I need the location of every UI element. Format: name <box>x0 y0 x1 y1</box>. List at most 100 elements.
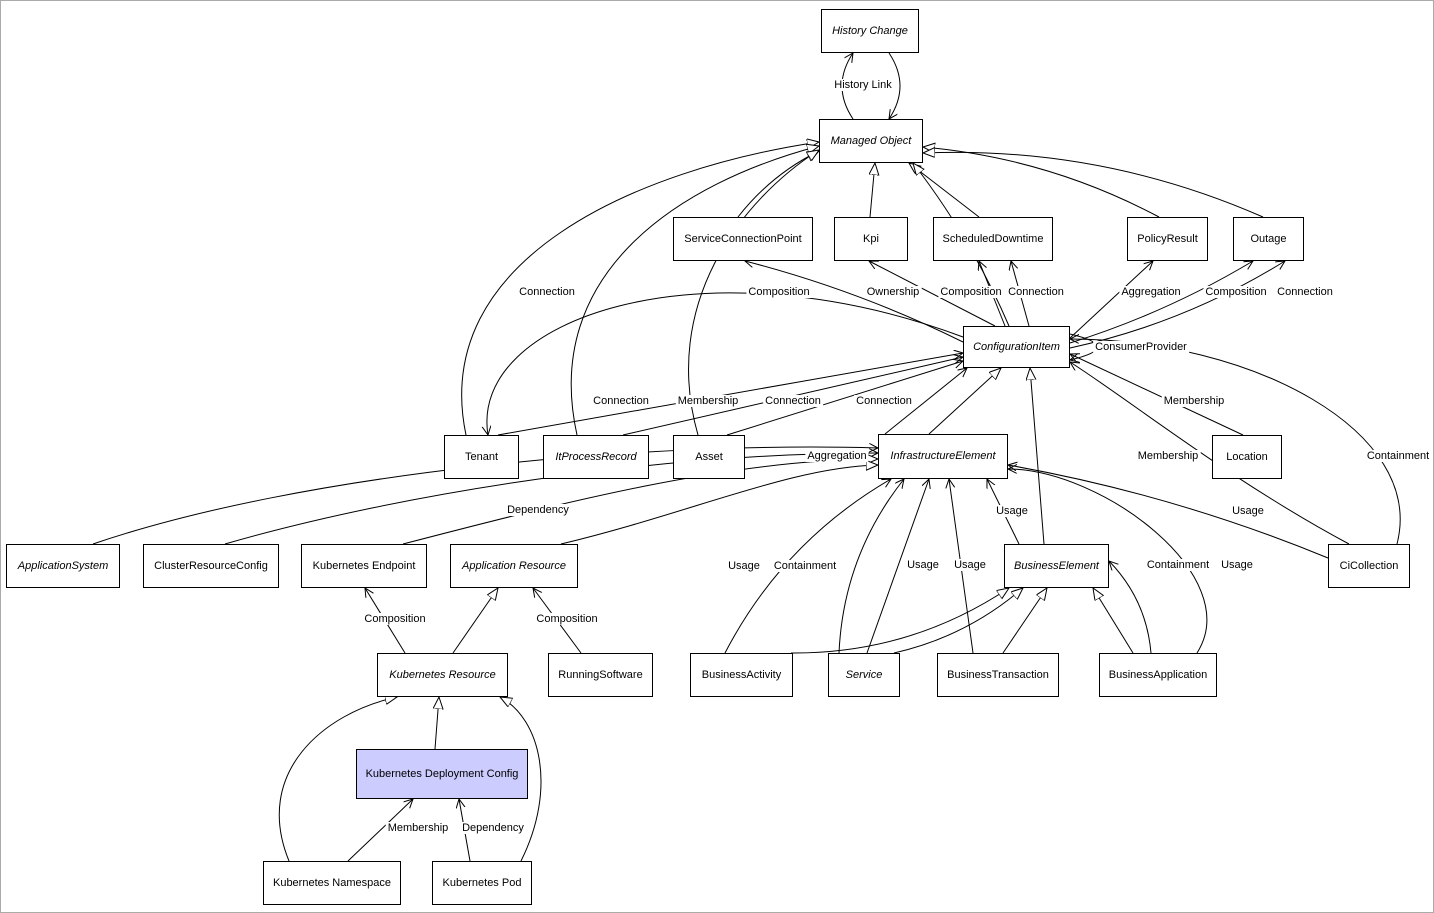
edge-infrastructureelement-parent <box>928 368 1001 435</box>
node-asset[interactable]: Asset <box>673 435 745 479</box>
edge-service-ie-usage <box>866 479 929 654</box>
node-label: ItProcessRecord <box>555 450 637 463</box>
node-running-software[interactable]: RunningSoftware <box>548 653 653 697</box>
edge-businessapplication-be-parent <box>1093 588 1134 654</box>
node-application-system[interactable]: ApplicationSystem <box>6 544 120 588</box>
edge-businessactivity-be-parent <box>790 588 1009 654</box>
node-kubernetes-deployment-config[interactable]: Kubernetes Deployment Config <box>356 749 528 799</box>
edge-kubernetesdeploymentconfig-parent <box>435 697 439 750</box>
edge-ci-kpi-ownership <box>869 261 996 327</box>
node-kpi[interactable]: Kpi <box>834 217 908 261</box>
node-label: InfrastructureElement <box>890 450 996 463</box>
node-managed-object[interactable]: Managed Object <box>819 119 923 163</box>
node-tenant[interactable]: Tenant <box>444 435 519 479</box>
edge-label-runningsoftware-ar-composition: Composition <box>534 613 600 625</box>
node-label: BusinessElement <box>1014 559 1099 572</box>
node-service[interactable]: Service <box>828 653 900 697</box>
node-label: ConfigurationItem <box>973 340 1060 353</box>
edge-policyresult-parent <box>923 147 1160 218</box>
node-business-activity[interactable]: BusinessActivity <box>690 653 793 697</box>
node-label: BusinessActivity <box>701 668 782 681</box>
edge-location-ci-membership <box>1070 354 1244 436</box>
node-business-application[interactable]: BusinessApplication <box>1099 653 1217 697</box>
edge-label-ci-sd-connection: Connection <box>1006 286 1066 298</box>
edge-outage-parent <box>923 152 1264 218</box>
node-label: Asset <box>695 450 723 463</box>
edge-label-businessapplication-be-containment: Containment <box>1144 559 1212 571</box>
edge-label-service-ie-usage: Usage <box>905 559 941 571</box>
edge-businessactivity-ie-usage <box>724 479 891 654</box>
node-application-resource[interactable]: Application Resource <box>450 544 578 588</box>
edge-kubernetesnamespace-parent <box>278 697 397 862</box>
edge-label-businesselement-ie-usage: Usage <box>994 505 1030 517</box>
node-infrastructure-element[interactable]: InfrastructureElement <box>878 434 1008 479</box>
edge-label-ci-scp-composition: Composition <box>746 286 812 298</box>
node-label: Kpi <box>863 232 879 245</box>
edge-itprocessrecord-parent <box>570 146 819 436</box>
edge-label-ci-consumerprovider: ConsumerProvider <box>1093 341 1189 353</box>
edge-businessapplication-be-containment <box>1109 561 1152 654</box>
node-kubernetes-namespace[interactable]: Kubernetes Namespace <box>263 861 401 905</box>
edge-label-businesstransaction-ie-usage: Usage <box>952 559 988 571</box>
edge-label-applicationsystem-ie-aggregation: Aggregation <box>805 450 869 462</box>
edge-asset-parent <box>688 150 819 436</box>
edge-ci-outage-composition <box>1069 261 1253 344</box>
node-kubernetes-resource[interactable]: Kubernetes Resource <box>377 653 508 697</box>
edge-label-clusterresourceconfig-ie-dependency: Dependency <box>505 504 571 516</box>
node-scheduled-downtime[interactable]: ScheduledDowntime <box>933 217 1053 261</box>
node-label: ApplicationSystem <box>17 559 109 572</box>
edge-label-tenant-ci-connection: Connection <box>591 395 651 407</box>
node-service-connection-point[interactable]: ServiceConnectionPoint <box>673 217 813 261</box>
edge-label-cicollection-ci-membership: Membership <box>1135 450 1201 462</box>
edge-label-location-ci-membership: Membership <box>1161 395 1227 407</box>
node-label: Application Resource <box>462 559 566 572</box>
node-location[interactable]: Location <box>1212 435 1282 479</box>
node-history-change[interactable]: History Change <box>821 9 919 53</box>
edge-service-be-parent <box>893 588 1023 654</box>
node-label: ScheduledDowntime <box>942 232 1044 245</box>
edge-label-service-ie-containment: Containment <box>771 560 839 572</box>
edge-cicollection-ci-membership <box>1070 362 1350 545</box>
node-business-element[interactable]: BusinessElement <box>1004 544 1109 588</box>
node-label: Tenant <box>464 450 499 463</box>
edge-ci-outage-connection <box>1069 261 1285 349</box>
node-cluster-resource-config[interactable]: ClusterResourceConfig <box>143 544 279 588</box>
node-business-transaction[interactable]: BusinessTransaction <box>937 653 1059 697</box>
node-label: RunningSoftware <box>558 668 643 681</box>
edge-serviceconnectionpoint-parent <box>737 151 819 218</box>
node-it-process-record[interactable]: ItProcessRecord <box>543 435 649 479</box>
node-label: Outage <box>1250 232 1287 245</box>
node-kubernetes-endpoint[interactable]: Kubernetes Endpoint <box>301 544 427 588</box>
node-ci-collection[interactable]: CiCollection <box>1328 544 1410 588</box>
edge-label-infrastructureelement-ci-connection: Connection <box>854 395 914 407</box>
node-kubernetes-pod[interactable]: Kubernetes Pod <box>432 861 532 905</box>
node-policy-result[interactable]: PolicyResult <box>1127 217 1208 261</box>
node-label: Kubernetes Namespace <box>272 876 391 889</box>
edge-label-ci-kpi-ownership: Ownership <box>864 286 922 298</box>
node-configuration-item[interactable]: ConfigurationItem <box>963 326 1070 368</box>
edge-label-businessactivity-ie-usage: Usage <box>726 560 762 572</box>
edge-label-ci-outage-composition: Composition <box>1203 286 1269 298</box>
node-label: Managed Object <box>830 134 912 147</box>
edge-businessapplication-ie-usage <box>1008 469 1208 654</box>
edge-businesstransaction-be-parent <box>1002 588 1047 654</box>
edge-label-itprocessrecord-ci-membership: Membership <box>675 395 741 407</box>
node-outage[interactable]: Outage <box>1233 217 1304 261</box>
edge-kubernetespod-parent <box>500 697 542 862</box>
edge-kpi-parent <box>870 163 875 218</box>
edge-label-ci-policyresult-aggregation: Aggregation <box>1119 286 1183 298</box>
edge-label-ci-outage-connection: Connection <box>1275 286 1335 298</box>
edge-history-link-return <box>889 52 901 119</box>
edge-ci-scp-composition <box>745 261 964 343</box>
edge-infrastructureelement-ci-connection <box>884 368 967 435</box>
edge-tenant-parent <box>461 142 819 436</box>
edge-asset-ci-connection <box>726 361 963 436</box>
edge-kubernetesresource-ar-parent <box>452 588 498 654</box>
edge-service-ie-containment <box>838 479 904 654</box>
edge-tenant-ci-connection <box>497 353 963 436</box>
edge-label-history-link: History Link <box>832 79 894 91</box>
edge-label-ci-sd-composition: Composition <box>938 286 1004 298</box>
edge-kubernetesnamespace-kdc-membership <box>347 799 413 862</box>
